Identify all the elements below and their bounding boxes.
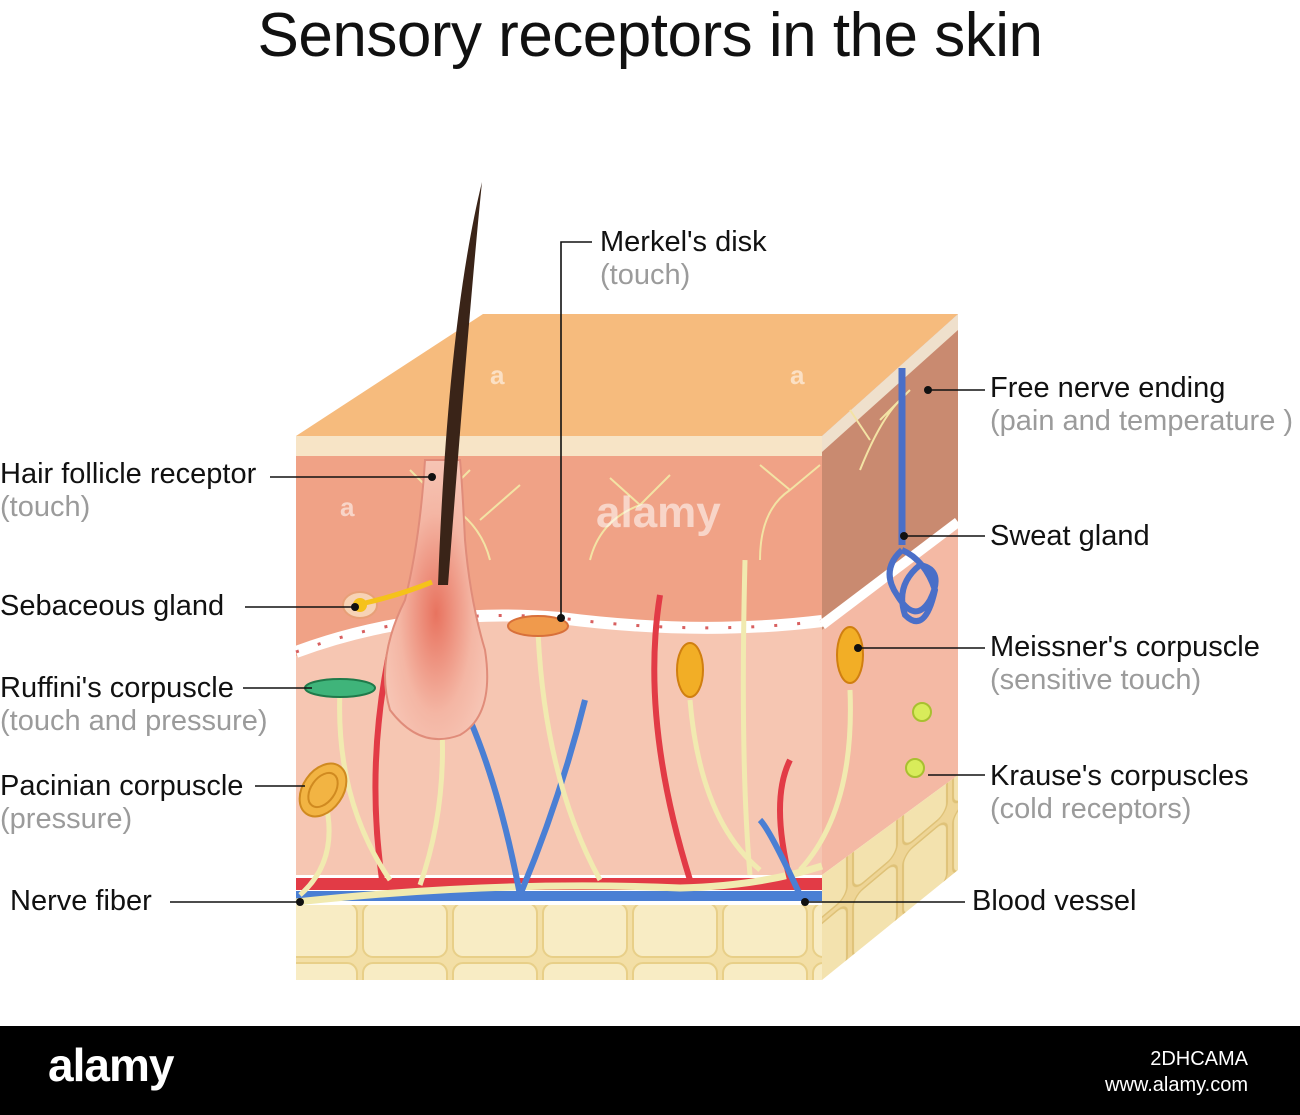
- label-meissner-name: Meissner's corpuscle: [990, 631, 1260, 663]
- vein: [296, 891, 822, 901]
- label-hair-follicle-receptor: Hair follicle receptor (touch): [0, 458, 256, 524]
- label-krause-corpuscles: Krause's corpuscles (cold receptors): [990, 760, 1249, 826]
- nerve-merkel: [535, 631, 603, 882]
- label-pacinian-corpuscle: Pacinian corpuscle (pressure): [0, 770, 243, 836]
- skin-cross-section: [170, 182, 985, 980]
- label-hair-follicle-sub: (touch): [0, 491, 91, 523]
- label-sebaceous-name: Sebaceous gland: [0, 590, 225, 622]
- watermark-small-2: a: [490, 360, 505, 390]
- footer-bar: alamy 2DHCAMA www.alamy.com: [0, 1026, 1300, 1115]
- nerve-endings-branch-2: [589, 474, 671, 561]
- label-krause-name: Krause's corpuscles: [990, 760, 1249, 792]
- label-hair-follicle-name: Hair follicle receptor: [0, 458, 257, 490]
- nerve-ruffini: [337, 689, 393, 882]
- capillary-vein-3: [757, 817, 803, 897]
- watermark-small-1: a: [340, 492, 355, 522]
- hair-follicle: [384, 459, 489, 741]
- footer-image-info: 2DHCAMA www.alamy.com: [1105, 1046, 1248, 1098]
- nerve-endings-branch-1: [409, 469, 521, 561]
- label-sebaceous-gland: Sebaceous gland: [0, 590, 224, 623]
- pacinian-corpuscle: [298, 762, 348, 818]
- label-nerve-fiber-name: Nerve fiber: [10, 885, 152, 917]
- sweat-gland-coil: [886, 547, 939, 624]
- watermark-small-3: a: [790, 360, 805, 390]
- label-nerve-fiber: Nerve fiber: [10, 885, 152, 918]
- nerve-endings-branch-3: [759, 464, 821, 561]
- capillary-vein-1: [467, 718, 523, 896]
- label-krause-sub: (cold receptors): [990, 793, 1192, 825]
- merkel-disk: [507, 615, 569, 637]
- nerve-meissner-2: [798, 689, 853, 872]
- label-meissner-sub: (sensitive touch): [990, 664, 1202, 696]
- label-pacinian-sub: (pressure): [0, 803, 133, 835]
- label-free-nerve-ending: Free nerve ending (pain and temperature …: [990, 372, 1293, 438]
- krause-corpuscle-2: [905, 758, 925, 778]
- side-hypodermis: [822, 775, 958, 980]
- label-ruffini-corpuscle: Ruffini's corpuscle (touch and pressure): [0, 672, 268, 738]
- stratum-corneum: [296, 436, 822, 456]
- footer-logo: alamy: [48, 1039, 174, 1091]
- capillary-artery-2: [651, 594, 693, 881]
- meissner-corpuscle-2: [836, 626, 864, 684]
- label-sweat-gland: Sweat gland: [990, 520, 1150, 553]
- footer-image-id: 2DHCAMA: [1150, 1048, 1248, 1070]
- nerve-fiber-main: [295, 862, 824, 906]
- label-merkel-disk: Merkel's disk (touch): [600, 226, 767, 292]
- footer-site: www.alamy.com: [1105, 1074, 1248, 1096]
- label-merkel-sub: (touch): [600, 259, 691, 291]
- ruffini-corpuscle: [304, 678, 376, 698]
- hypodermis-fat: [296, 905, 822, 980]
- label-blood-vessel: Blood vessel: [972, 885, 1136, 918]
- label-sweat-name: Sweat gland: [990, 520, 1150, 552]
- label-free-nerve-name: Free nerve ending: [990, 372, 1226, 404]
- label-ruffini-sub: (touch and pressure): [0, 705, 268, 737]
- hair-shaft: [438, 182, 482, 585]
- watermark-center: alamy: [596, 488, 721, 537]
- capillary-vein-2: [517, 699, 588, 897]
- nerve-free-2: [740, 559, 753, 876]
- label-blood-vessel-name: Blood vessel: [972, 885, 1137, 917]
- meissner-corpuscle-1: [676, 642, 704, 698]
- label-pacinian-name: Pacinian corpuscle: [0, 770, 244, 802]
- krause-corpuscle-1: [912, 702, 932, 722]
- label-meissner-corpuscle: Meissner's corpuscle (sensitive touch): [990, 631, 1260, 697]
- label-free-nerve-sub: (pain and temperature ): [990, 405, 1294, 437]
- label-ruffini-name: Ruffini's corpuscle: [0, 672, 234, 704]
- label-merkel-name: Merkel's disk: [600, 226, 767, 258]
- diagram-title: Sensory receptors in the skin: [257, 1, 1044, 70]
- leader-merkel: [560, 241, 592, 618]
